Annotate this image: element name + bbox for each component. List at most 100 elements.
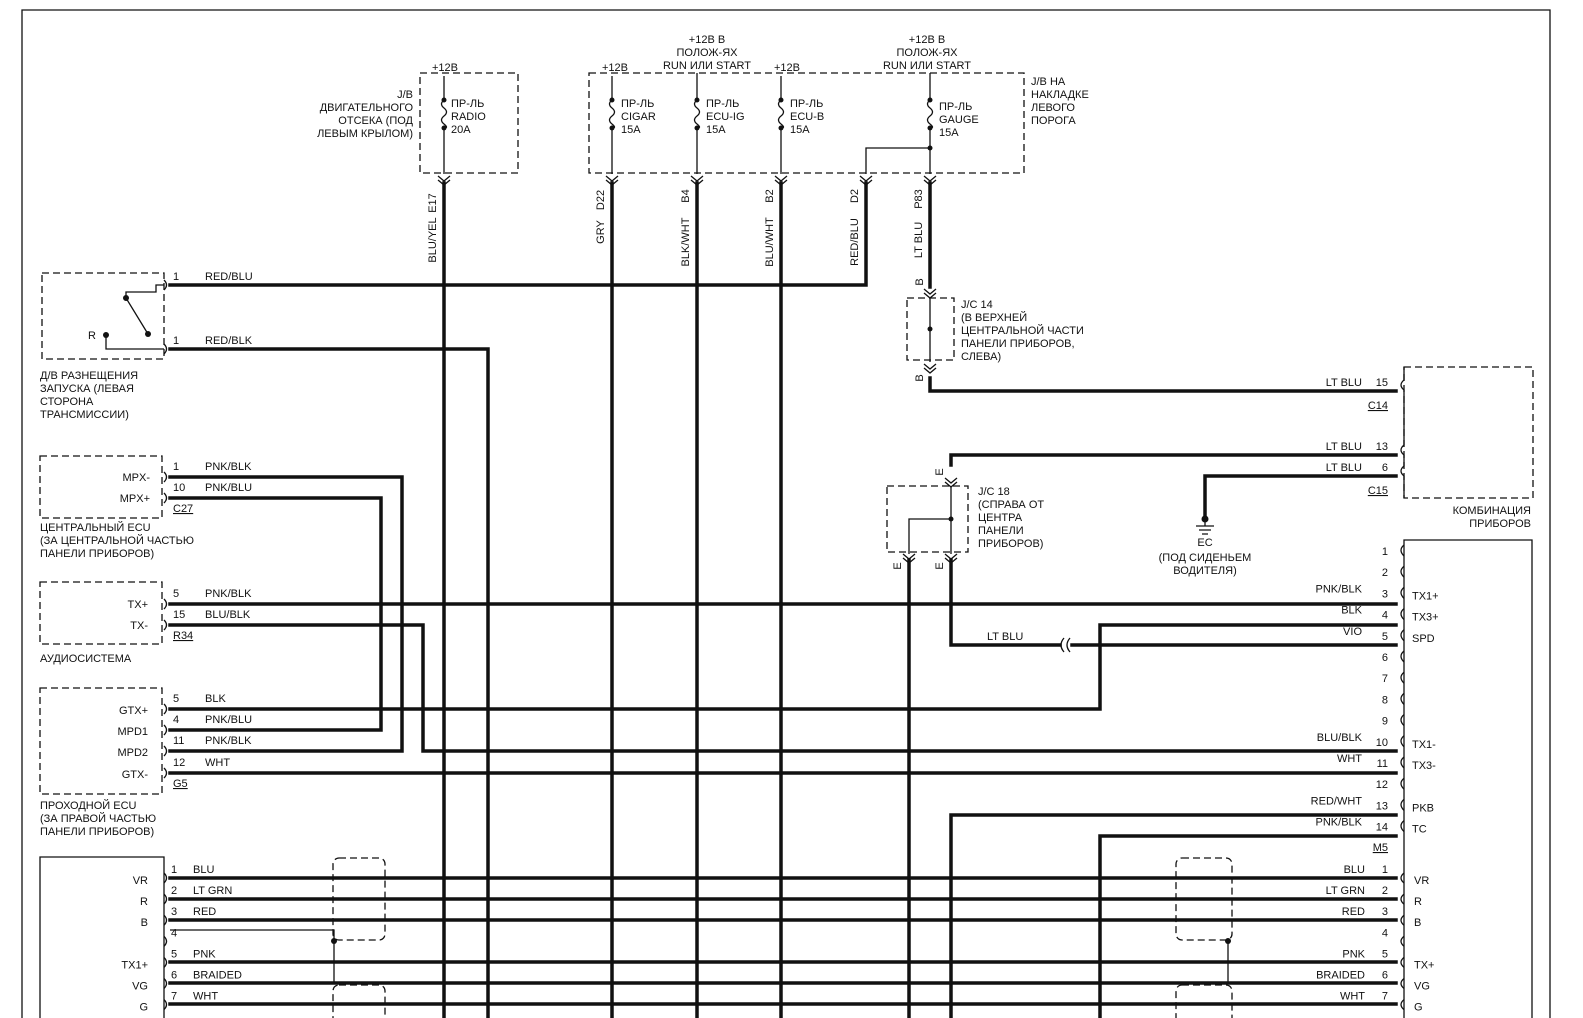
audio-pin-tx-plus: TX+: [128, 599, 148, 611]
audio-wire-5: PNK/BLK: [205, 588, 252, 600]
bottom-left-pin-bracket: [163, 999, 168, 1011]
bottom-left-pin-wire: RED: [193, 906, 216, 918]
gateway-pin-mpd1: MPD1: [117, 726, 148, 738]
m5-pin-number: 11: [1377, 758, 1388, 770]
fuse-cigar-label-1: ПР-ЛЬ: [621, 98, 654, 110]
vertical-wire-labels: E17 BLU/YEL D22 GRY B4 BLK/WHT B2 BLU/WH…: [427, 189, 925, 267]
audio-system: TX+ TX- 5 PNK/BLK 15 BLU/BLK R34 АУДИОСИ…: [39, 581, 252, 665]
bottom-right-pin-bracket: [1400, 978, 1405, 989]
park-switch-pin-r: R: [88, 330, 96, 342]
c15-wire-6: LT BLU: [1326, 462, 1362, 474]
bottom-left-pin-bracket: [163, 935, 168, 947]
bottom-left-pin-number: 6: [171, 970, 177, 982]
bottom-right-pin-name: B: [1414, 917, 1421, 929]
bottom-left-pin-wire: WHT: [193, 991, 218, 1003]
m5-pin-number: 12: [1376, 779, 1388, 791]
m5-pin-wire: BLU/BLK: [1317, 732, 1363, 744]
bottom-right-pin-wire: LT GRN: [1326, 885, 1365, 897]
fuse-ecu-ig-label-1: ПР-ЛЬ: [706, 98, 739, 110]
bottom-left-pin-number: 3: [171, 906, 177, 918]
ecu-b-supply: +12В: [774, 62, 800, 74]
cable-shield-right: [1175, 857, 1233, 1018]
bottom-right-pin-bracket: [1400, 999, 1405, 1011]
bottom-left-pin-name: R: [140, 896, 148, 908]
m5-pin-bracket: [1400, 735, 1405, 748]
engine-junction-block: J/B ДВИГАТЕЛЬНОГО ОТСЕКА (ПОД ЛЕВЫМ КРЫЛ…: [317, 62, 519, 174]
m5-pin-bracket: [1400, 714, 1405, 727]
audio-connector: R34: [173, 630, 193, 642]
jc18-label-1: J/C 18: [978, 486, 1010, 498]
fuse-cigar-label-3: 15A: [621, 124, 641, 136]
bottom-right-pin-name: TX+: [1414, 959, 1434, 971]
bottom-right-pin-name: R: [1414, 896, 1422, 908]
central-ecu-wire-1: PNK/BLK: [205, 461, 252, 473]
kick-jb-label-1: J/B НА: [1031, 76, 1066, 88]
kick-jb-label-4: ПОРОГА: [1031, 115, 1076, 127]
gateway-pin-gtx-plus: GTX+: [119, 705, 148, 717]
m5-pin-number: 3: [1382, 588, 1388, 600]
bottom-left-pin-bracket: [163, 893, 168, 905]
terminal-e17: E17: [427, 193, 439, 213]
bottom-right-pin-wire: BRAIDED: [1316, 970, 1365, 982]
bottom-left-pin-bracket: [163, 956, 168, 968]
m5-pin-bracket: [1400, 544, 1405, 557]
bottom-left-pin-number: 7: [171, 991, 177, 1003]
gateway-ecu: GTX+ MPD1 MPD2 GTX- 5 BLK 4 PNK/BLU 11 P…: [39, 687, 252, 838]
central-ecu-connector: C27: [173, 503, 193, 515]
jc14-pin-top: B: [914, 278, 926, 285]
run-start-header-2-line-2: ПОЛОЖ-ЯХ: [897, 47, 959, 59]
bottom-right-pin-number: 1: [1382, 864, 1388, 876]
park-switch-label-2: ЗАПУСКА (ЛЕВАЯ: [40, 383, 134, 395]
bottom-right-pin-name: VR: [1414, 875, 1429, 887]
central-ecu-pin-num-10: 10: [173, 482, 185, 494]
central-ecu: MPX- MPX+ 1 PNK/BLK 10 PNK/BLU C27 ЦЕНТР…: [39, 455, 252, 560]
gateway-wire-12: WHT: [205, 757, 230, 769]
kick-panel-junction-block: J/B НА НАКЛАДКЕ ЛЕВОГО ПОРОГА +12В В ПОЛ…: [588, 34, 1089, 174]
park-switch-pin-1b: 1: [173, 335, 179, 347]
bottom-left-pin-name: G: [139, 1002, 148, 1014]
m5-pin-wire: PNK/BLK: [1316, 817, 1363, 829]
run-start-header-1-line-2: ПОЛОЖ-ЯХ: [677, 47, 739, 59]
bottom-right-pin-number: 3: [1382, 906, 1388, 918]
bottom-left-pin-bracket: [163, 978, 168, 989]
m5-pin-name: TX3-: [1412, 760, 1436, 772]
combination-meter: LT BLU 15 C14 LT BLU 13 LT BLU 6 C15 КОМ…: [1326, 366, 1534, 530]
bottom-right-pin-number: 5: [1382, 948, 1388, 960]
terminal-b2: B2: [764, 189, 776, 202]
bottom-right-pin-wire: WHT: [1340, 991, 1365, 1003]
m5-pin-name: TX1-: [1412, 739, 1436, 751]
c14-wire-15: LT BLU: [1326, 377, 1362, 389]
central-ecu-label-2: (ЗА ЦЕНТРАЛЬНОЙ ЧАСТЬЮ: [40, 534, 194, 547]
ground-label-1: (ПОД СИДЕНЬЕМ: [1159, 552, 1252, 564]
m5-connector: M5 123PNK/BLKTX1+4BLKTX3+5VIOSPD678910BL…: [1311, 539, 1533, 1018]
bottom-right-pin-name: VG: [1414, 981, 1430, 993]
gateway-label-2: (ЗА ПРАВОЙ ЧАСТЬЮ: [40, 812, 156, 825]
m5-pin-name: PKB: [1412, 802, 1434, 814]
m5-pin-wire: WHT: [1337, 753, 1362, 765]
jc14-label-5: СЛЕВА): [961, 351, 1001, 363]
c15-pin-6: 6: [1382, 462, 1388, 474]
audio-pin-num-15: 15: [173, 609, 185, 621]
bottom-right-pin-number: 2: [1382, 885, 1388, 897]
m5-pin-number: 6: [1382, 652, 1388, 664]
gateway-label-3: ПАНЕЛИ ПРИБОРОВ): [40, 826, 154, 838]
ground-ec: EC (ПОД СИДЕНЬЕМ ВОДИТЕЛЯ): [1159, 515, 1252, 577]
m5-pin-bracket: [1400, 629, 1405, 642]
run-start-header-2-line-1: +12В В: [909, 34, 945, 46]
central-ecu-pin-num-1: 1: [173, 461, 179, 473]
c14-connector: C14: [1368, 400, 1388, 412]
bottom-left-pin-bracket: [163, 872, 168, 884]
c15-wire-13: LT BLU: [1326, 441, 1362, 453]
terminal-b4: B4: [680, 189, 692, 202]
m5-pin-bracket: [1400, 692, 1405, 705]
terminal-d22: D22: [595, 190, 607, 210]
jc18-label-4: ПАНЕЛИ: [978, 525, 1024, 537]
junction-connector-14: B B J/C 14 (В ВЕРХНЕЙ ЦЕНТРАЛЬНОЙ ЧАСТИ …: [906, 278, 1084, 382]
bottom-right-pin-name: G: [1414, 1002, 1423, 1014]
m5-pin-bracket: [1400, 777, 1405, 790]
bottom-right-pin-bracket: [1400, 935, 1405, 947]
central-ecu-pin-mpx-plus: MPX+: [120, 493, 150, 505]
fuse-radio-label-3: 20A: [451, 124, 471, 136]
ground-label-2: ВОДИТЕЛЯ): [1173, 565, 1237, 577]
